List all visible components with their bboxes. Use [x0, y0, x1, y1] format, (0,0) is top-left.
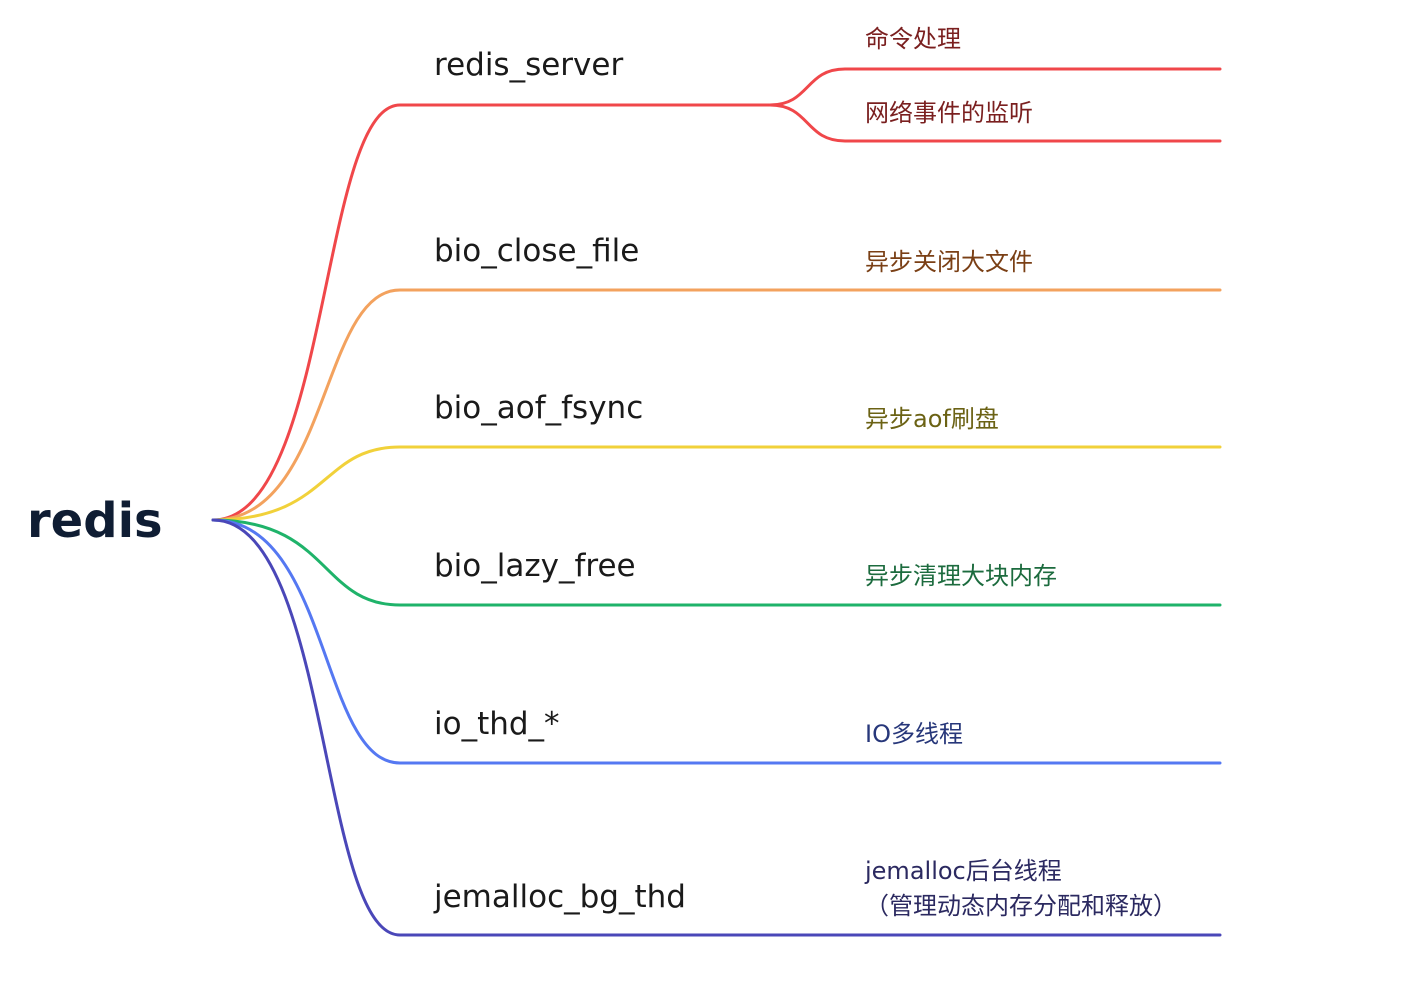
leaf-label-bio-close-file: 异步关闭大文件 [865, 248, 1033, 276]
sub-line-redis-server-0 [768, 67, 1222, 107]
leaf-label-jemalloc-line-1: jemalloc后台线程 [864, 857, 1062, 885]
branch-line-bio-aof-fsync [211, 445, 1222, 522]
leaf-label-bio-lazy-free: 异步清理大块内存 [865, 562, 1057, 590]
branch-label-io-thd: io_thd_* [434, 706, 560, 742]
branch-line-jemalloc-bg-thd [211, 518, 1222, 937]
branch-line-bio-close-file [211, 288, 1222, 522]
root-label: redis [27, 493, 163, 549]
branch-label-bio-lazy-free: bio_lazy_free [434, 548, 636, 584]
leaf-label-bio-aof-fsync: 异步aof刷盘 [865, 405, 999, 433]
branch-label-bio-aof-fsync: bio_aof_fsync [434, 390, 643, 426]
leaf-label-redis-server-1: 网络事件的监听 [865, 99, 1033, 127]
branch-line-redis-server [211, 103, 772, 522]
sub-line-redis-server-1 [768, 103, 1222, 143]
branch-label-jemalloc-bg-thd: jemalloc_bg_thd [433, 879, 686, 915]
leaf-label-jemalloc-line-2: （管理动态内存分配和释放） [865, 892, 1177, 920]
leaf-label-io-thd: IO多线程 [865, 720, 963, 748]
leaf-label-redis-server-0: 命令处理 [865, 25, 961, 53]
branch-label-redis-server: redis_server [434, 47, 623, 83]
branch-line-io-thd [211, 518, 1222, 765]
branch-line-bio-lazy-free [211, 518, 1222, 607]
branch-label-bio-close-file: bio_close_file [434, 233, 639, 269]
